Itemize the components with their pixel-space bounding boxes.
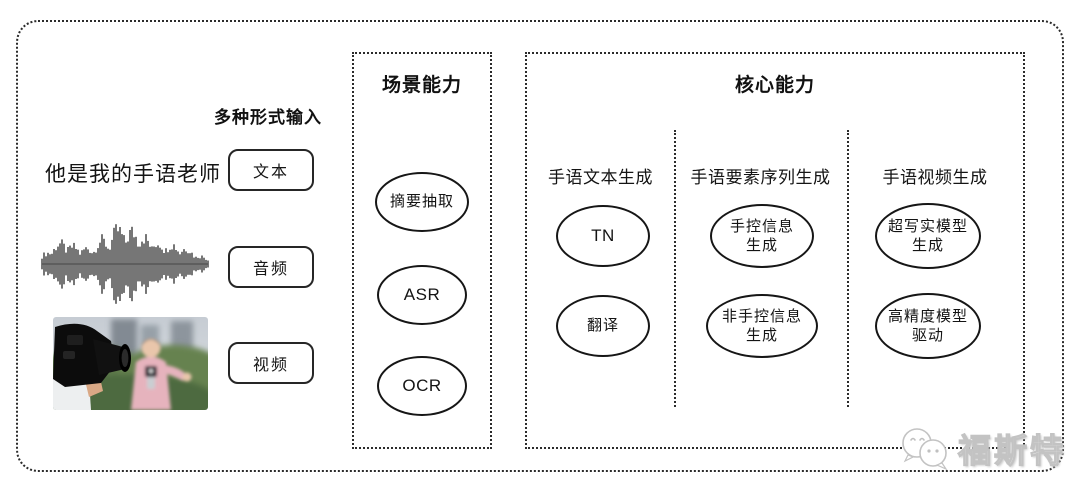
node-manual-info-generation: 手控信息 生成 xyxy=(710,204,814,268)
column-header-element-sequence-generation: 手语要素序列生成 xyxy=(690,168,831,187)
column-header-text-generation: 手语文本生成 xyxy=(548,168,653,187)
audio-waveform-icon xyxy=(41,224,209,304)
watermark-text: 福斯特 xyxy=(957,431,1066,469)
outer-dotted-frame xyxy=(16,20,1064,472)
tag-video: 视频 xyxy=(228,342,314,384)
node-non-manual-info-generation: 非手控信息 生成 xyxy=(706,294,818,358)
column-divider-1 xyxy=(674,130,676,407)
input-section-label: 多种形式输入 xyxy=(214,108,322,127)
scene-box-title: 场景能力 xyxy=(381,75,462,96)
tag-audio: 音频 xyxy=(228,246,314,288)
node-summary-extraction: 摘要抽取 xyxy=(375,172,469,232)
video-thumbnail xyxy=(53,317,208,410)
node-hyperreal-model-generation: 超写实模型 生成 xyxy=(875,203,981,269)
sample-sentence-text: 他是我的手语老师 xyxy=(45,163,221,186)
node-tn: TN xyxy=(556,205,650,267)
core-box-title: 核心能力 xyxy=(734,75,815,96)
scene-capability-box: 场景能力 预处理 摘要抽取 ASR OCR xyxy=(352,52,492,449)
column-divider-2 xyxy=(847,130,849,407)
mascot-logo-icon xyxy=(902,428,948,471)
node-ocr: OCR xyxy=(377,356,467,416)
watermark: 福斯特 xyxy=(896,424,1066,472)
node-high-precision-model-driving: 高精度模型 驱动 xyxy=(875,293,981,359)
column-header-video-generation: 手语视频生成 xyxy=(882,168,988,187)
tag-text: 文本 xyxy=(228,149,314,191)
node-asr: ASR xyxy=(377,265,467,325)
core-capability-box: 核心能力 手语文本生成 手语要素序列生成 手语视频生成 TN 翻译 手控信息 生… xyxy=(525,52,1025,449)
node-translation: 翻译 xyxy=(556,295,650,357)
